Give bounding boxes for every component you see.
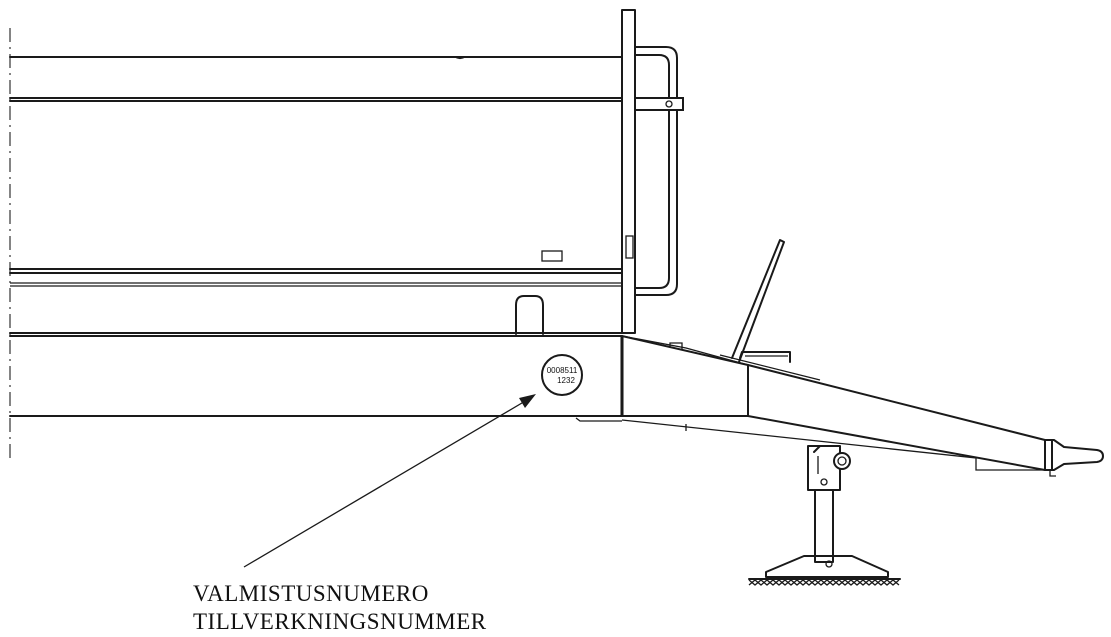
front-wall	[621, 9, 636, 334]
chassis-beam	[9, 336, 624, 422]
lever-arm	[731, 239, 791, 363]
support-leg	[748, 445, 901, 586]
callout-label-sv: TILLVERKNINGSNUMMER	[193, 609, 487, 634]
reflector	[541, 250, 563, 262]
wheel-arch-bracket	[515, 295, 544, 335]
front-handle	[634, 46, 684, 296]
serial-plate-line1: 0008511	[547, 366, 578, 375]
callout-arrow	[243, 394, 536, 568]
cargo-box	[9, 56, 623, 337]
serial-plate: 0008511 1232	[541, 354, 583, 396]
serial-plate-line2: 1232	[557, 376, 575, 385]
coupling-head	[1044, 439, 1104, 477]
drawbar	[621, 335, 1046, 471]
callout-label-fi: VALMISTUSNUMERO	[193, 581, 429, 606]
